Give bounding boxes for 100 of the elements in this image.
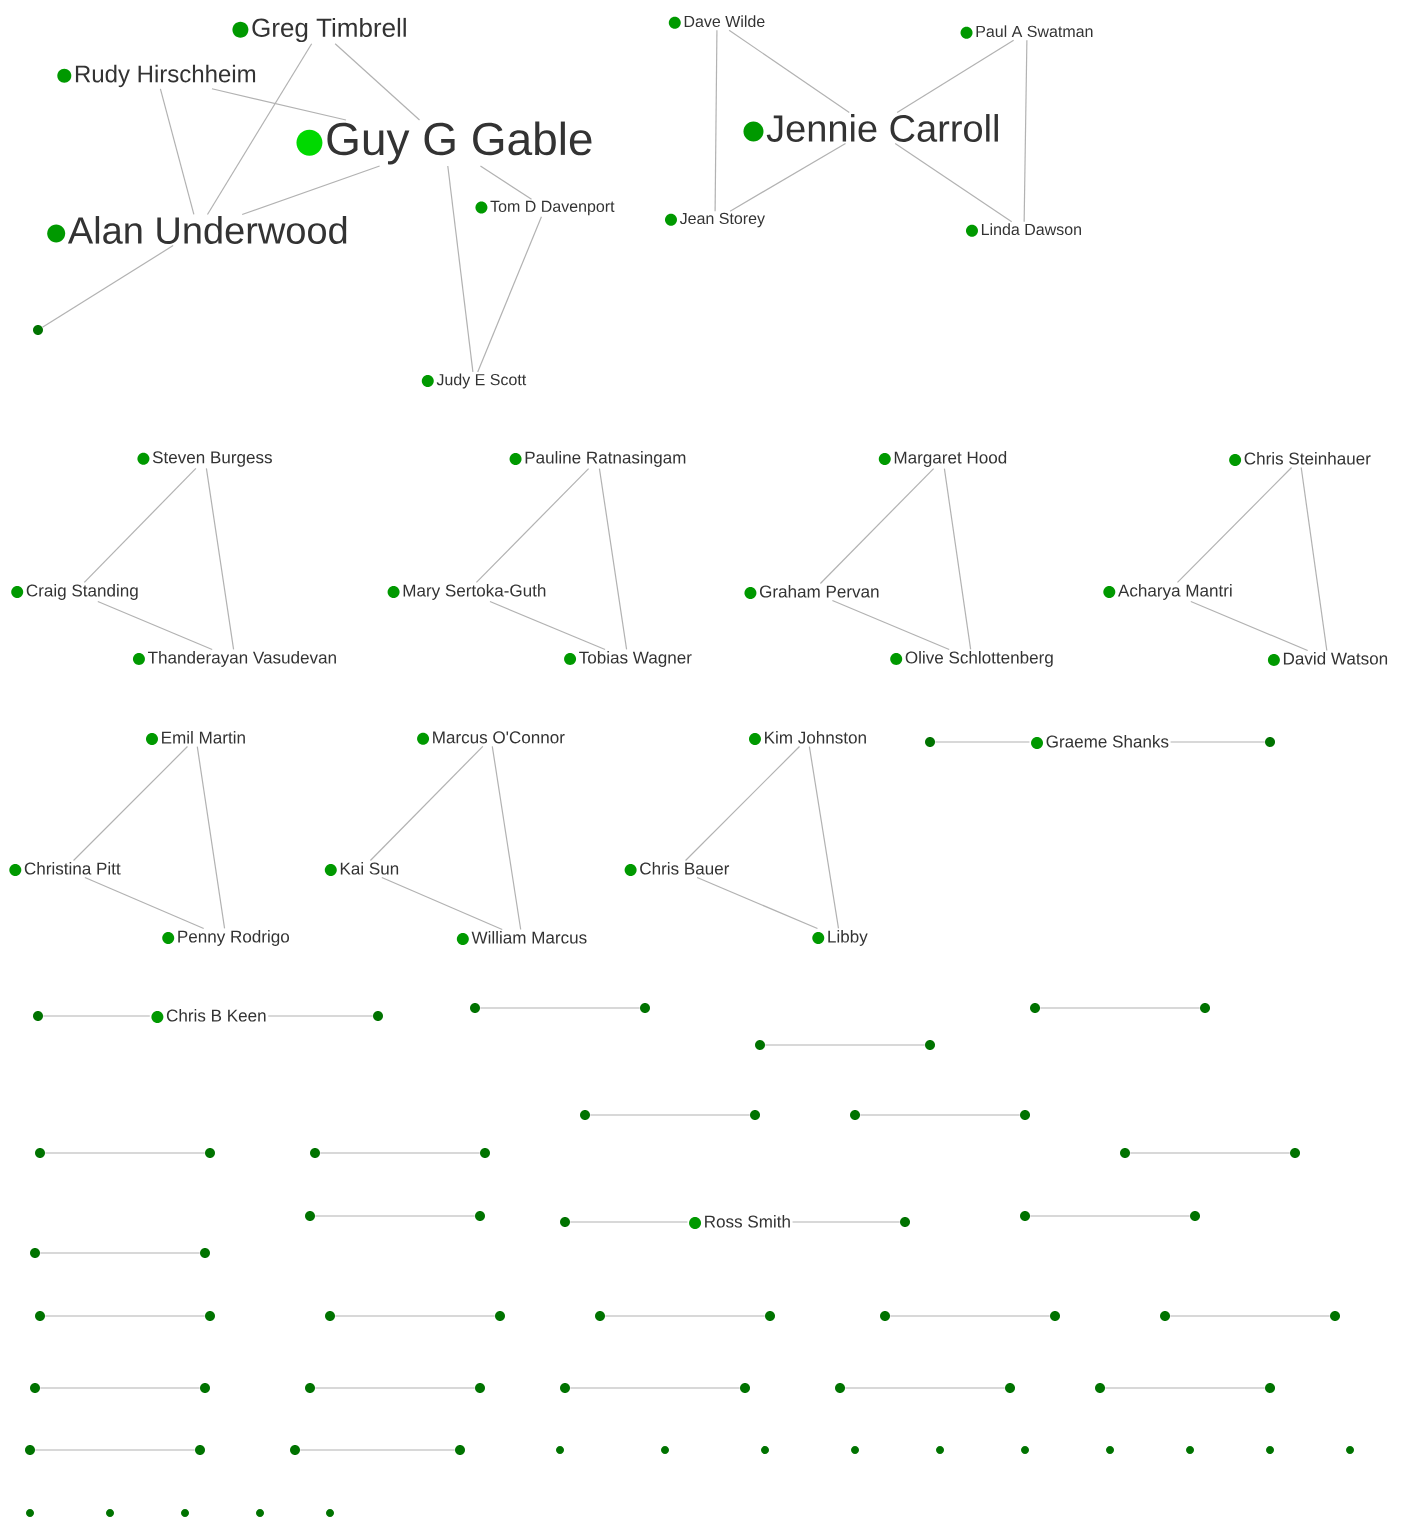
connector-line: [831, 599, 950, 651]
connector-line: [844, 1387, 1006, 1389]
name-label: Rudy Hirschheim: [57, 64, 256, 88]
connector-line: [1176, 466, 1293, 584]
connector-line: [1190, 600, 1309, 652]
name-label: Margaret Hood: [878, 451, 1007, 467]
connector-line: [44, 1152, 206, 1154]
name-label: Tobias Wagner: [564, 651, 692, 667]
connector-line: [334, 43, 421, 121]
connector-line: [314, 1215, 476, 1217]
connector-line: [934, 741, 1031, 743]
name-label: David Watson: [1267, 652, 1388, 666]
name-label: Chris Bauer: [624, 862, 730, 876]
connector-line: [1023, 39, 1028, 223]
connector-line: [569, 1387, 741, 1389]
name-label: William Marcus: [456, 931, 587, 945]
connector-line: [211, 88, 347, 121]
connector-line: [1300, 466, 1328, 652]
name-label: Kai Sun: [324, 862, 399, 876]
connector-line: [477, 216, 542, 373]
name-label: Penny Rodrigo: [162, 930, 290, 946]
connector-line: [791, 1221, 901, 1223]
connector-line: [319, 1152, 481, 1154]
connector-line: [84, 876, 205, 930]
name-label: Emil Martin: [146, 731, 245, 745]
name-label: Judy E Scott: [421, 373, 527, 389]
connector-line: [447, 165, 474, 373]
connector-line: [1029, 1215, 1191, 1217]
connector-line: [728, 29, 850, 114]
name-label: Chris B Keen: [151, 1009, 266, 1023]
connector-line: [729, 142, 847, 212]
name-label: Libby: [812, 930, 868, 946]
connector-line: [39, 1252, 201, 1254]
name-label: Graeme Shanks: [1031, 735, 1169, 749]
connector-line: [764, 1044, 926, 1046]
name-label: Graham Pervan: [744, 585, 879, 599]
connector-line: [205, 467, 235, 651]
connector-line: [241, 165, 381, 216]
name-label: Chris Steinhauer: [1229, 452, 1371, 466]
connector-line: [369, 745, 484, 862]
connector-line: [943, 467, 972, 651]
connector-line: [714, 29, 718, 212]
name-label: Kim Johnston: [749, 731, 866, 745]
connector-line: [475, 467, 590, 584]
name-label: Craig Standing: [11, 584, 138, 600]
connector-line: [206, 43, 313, 216]
connector-line: [83, 467, 197, 584]
connector-line: [589, 1114, 751, 1116]
connector-line: [1039, 1007, 1201, 1009]
name-label: Ross Smith: [689, 1215, 790, 1229]
name-label: Mary Sertoka-Guth: [387, 584, 546, 600]
connector-line: [894, 142, 1013, 223]
connector-line: [41, 244, 174, 328]
name-label: Greg Timbrell: [232, 17, 406, 43]
name-label: Thanderayan Vasudevan: [132, 651, 336, 667]
connector-line: [491, 745, 522, 931]
connector-line: [314, 1387, 476, 1389]
connector-line: [479, 1007, 641, 1009]
connector-line: [34, 1449, 196, 1451]
connector-line: [334, 1315, 496, 1317]
connector-line: [808, 745, 840, 930]
name-label: Guy G Gable: [296, 121, 592, 165]
name-label: Olive Schlottenberg: [890, 651, 1053, 667]
connector-line: [1169, 1315, 1331, 1317]
name-label: Jennie Carroll: [743, 114, 998, 142]
connector-line: [97, 600, 213, 651]
connector-line: [604, 1315, 766, 1317]
connector-line: [479, 165, 533, 200]
name-label: Acharya Mantri: [1103, 584, 1232, 600]
name-label: Paul A Swatman: [960, 25, 1093, 39]
connector-line: [299, 1449, 456, 1451]
name-label: Christina Pitt: [9, 862, 121, 876]
connector-line: [72, 745, 189, 862]
connector-line: [1104, 1387, 1266, 1389]
connector-line: [569, 1221, 689, 1223]
name-label: Alan Underwood: [47, 216, 347, 244]
connector-line: [267, 1015, 374, 1017]
connector-line: [39, 1387, 201, 1389]
name-label: Linda Dawson: [966, 223, 1081, 237]
connector-line: [1170, 741, 1266, 743]
connector-line: [896, 39, 1015, 114]
connector-line: [889, 1315, 1051, 1317]
connector-line: [159, 88, 195, 216]
name-label: Marcus O'Connor: [417, 731, 565, 745]
connector-line: [696, 876, 819, 930]
connector-line: [819, 467, 935, 585]
name-label: Steven Burgess: [137, 451, 272, 467]
name-label: Jean Storey: [665, 212, 765, 228]
name-label: Dave Wilde: [668, 15, 765, 29]
connector-line: [598, 467, 628, 651]
connector-line: [859, 1114, 1021, 1116]
connector-line: [44, 1315, 206, 1317]
connector-line: [1129, 1152, 1291, 1154]
connector-line: [42, 1015, 151, 1017]
connector-line: [196, 745, 226, 930]
connector-line: [381, 876, 503, 931]
name-label: Pauline Ratnasingam: [509, 451, 686, 467]
name-label: Tom D Davenport: [475, 200, 615, 216]
connector-line: [489, 600, 606, 651]
connector-line: [684, 745, 801, 862]
